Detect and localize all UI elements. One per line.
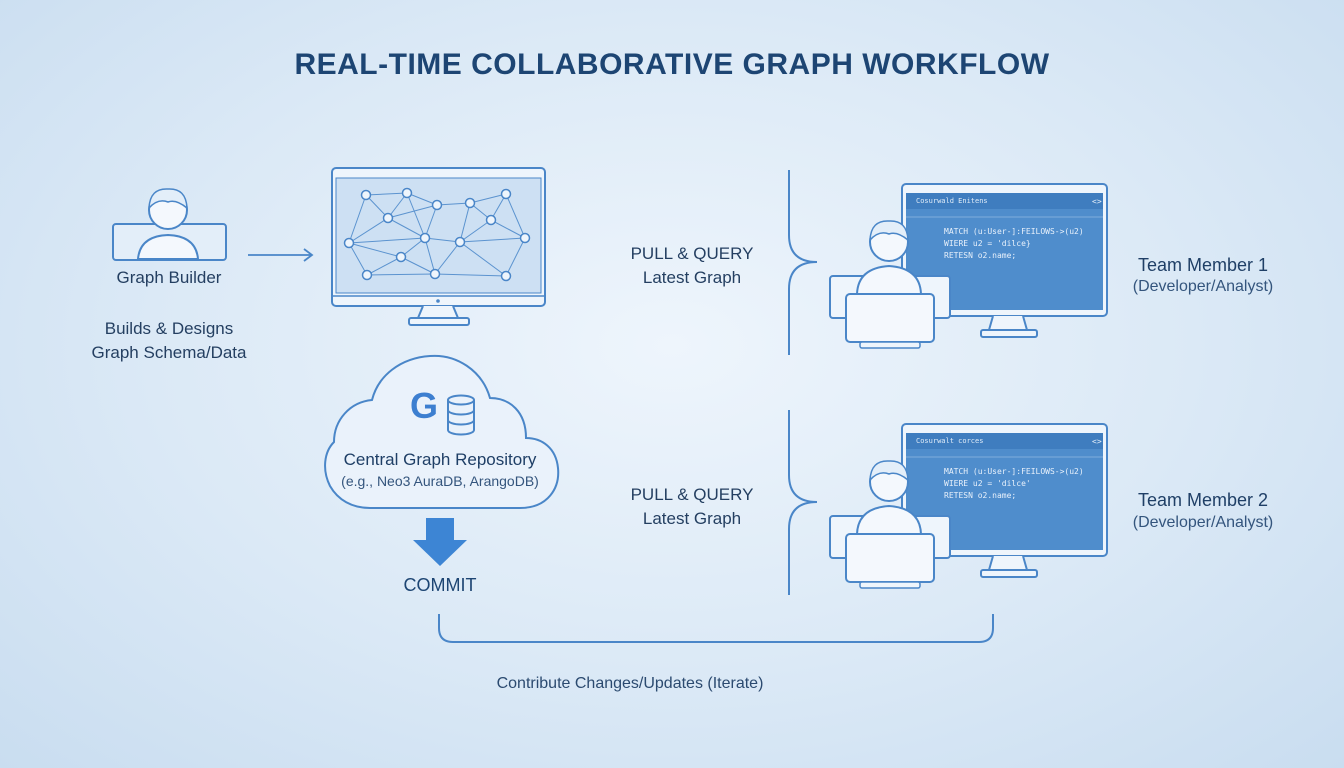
team-member-1-workstation-icon: <> — [829, 183, 1108, 349]
cloud-repository-icon: G — [324, 354, 560, 509]
team-member-2-code-line3: RETESN o2.name; — [944, 491, 1017, 500]
commit-label: COMMIT — [403, 575, 477, 595]
contribute-label: Contribute Changes/Updates (Iterate) — [496, 675, 764, 692]
repository-title: Central Graph Repository — [343, 450, 537, 469]
contribute-bracket-icon — [438, 614, 994, 643]
team-member-1-name: Team Member 1 — [1137, 255, 1269, 275]
commit-arrow-icon — [413, 518, 467, 566]
repository-logo-letter: G — [410, 385, 438, 426]
team-member-2-name: Team Member 2 — [1137, 490, 1269, 510]
graph-builder-avatar-icon — [112, 188, 227, 261]
graph-builder-description-line2: Graph Schema/Data — [91, 343, 247, 362]
team-member-2-editor-title: Cosurwalt corces — [916, 437, 984, 445]
svg-text:<>: <> — [1092, 437, 1102, 446]
diagram-title: REAL-TIME COLLABORATIVE GRAPH WORKFLOW — [294, 48, 1050, 81]
builder-to-monitor-arrow-icon — [248, 248, 314, 262]
pull-brace-icon — [788, 170, 818, 595]
team-member-2-code-line1: MATCH (u:User-]:FEILOWS->(u2) — [944, 467, 1084, 476]
team-member-1-code-line2: WIERE u2 = 'dilce} — [944, 239, 1031, 248]
team-member-1-code-line3: RETESN o2.name; — [944, 251, 1017, 260]
team-member-2-role: (Developer/Analyst) — [1132, 514, 1274, 531]
graph-builder-description-line1: Builds & Designs — [104, 319, 234, 338]
pull-query-1-line2: Latest Graph — [642, 268, 742, 287]
repository-subtitle: (e.g., Neo3 AuraDB, ArangoDB) — [341, 473, 539, 489]
team-member-2-code-line2: WIERE u2 = 'dilce' — [944, 479, 1031, 488]
graph-builder-label: Graph Builder — [116, 268, 222, 287]
svg-text:<>: <> — [1092, 197, 1102, 206]
graph-monitor-icon — [331, 167, 546, 326]
team-member-1-code-line1: MATCH (u:User-]:FEILOWS->(u2) — [944, 227, 1084, 236]
team-member-1-role: (Developer/Analyst) — [1132, 278, 1274, 295]
pull-query-1-line1: PULL & QUERY — [630, 244, 754, 263]
team-member-1-editor-title: Cosurwald Enitens — [916, 197, 988, 205]
team-member-2-workstation-icon: <> — [829, 423, 1108, 589]
pull-query-2-line2: Latest Graph — [642, 509, 742, 528]
pull-query-2-line1: PULL & QUERY — [630, 485, 754, 504]
